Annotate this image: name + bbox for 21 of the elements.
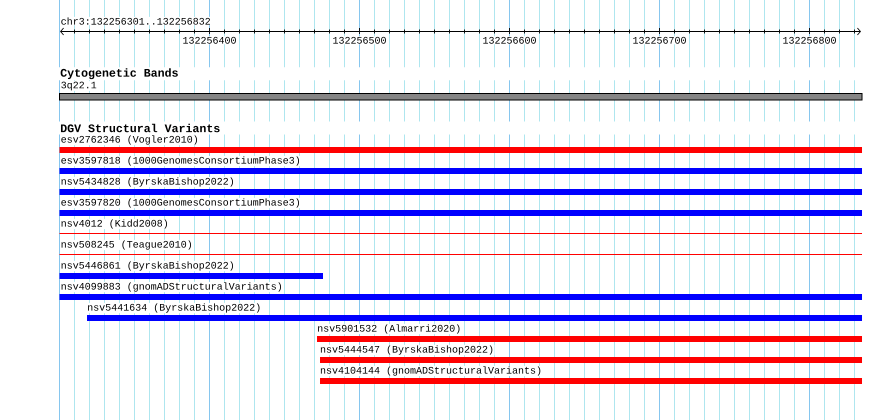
tick-label: 132256600 bbox=[482, 36, 538, 44]
track-title: DGV Structural Variants bbox=[60, 124, 220, 132]
band-label: 3q22.1 bbox=[60, 81, 98, 91]
variant-label: nsv5434828 (ByrskaBishop2022) bbox=[60, 176, 236, 188]
variant-label: nsv4012 (Kidd2008) bbox=[60, 218, 170, 230]
variant-label: nsv5441634 (ByrskaBishop2022) bbox=[86, 302, 262, 314]
variant-label: esv3597820 (1000GenomesConsortiumPhase3) bbox=[60, 198, 302, 208]
variant-label: esv3597818 (1000GenomesConsortiumPhase3) bbox=[60, 156, 302, 166]
tick-label: 132256800 bbox=[782, 36, 838, 44]
tick-label: 132256700 bbox=[632, 36, 688, 44]
variant-label: esv2762346 (Vogler2010) bbox=[60, 134, 200, 146]
variant-label: nsv508245 (Teague2010) bbox=[60, 240, 194, 250]
variant-label: nsv4104144 (gnomADStructuralVariants) bbox=[320, 366, 543, 376]
variant-label: nsv5444547 (ByrskaBishop2022) bbox=[320, 344, 495, 356]
variant-label: nsv5901532 (Almarri2020) bbox=[316, 324, 462, 334]
tick-label: 132256500 bbox=[332, 36, 387, 44]
region-label: chr3:132256301..132256832 bbox=[60, 16, 212, 26]
tick-label: 132256400 bbox=[182, 36, 237, 44]
track-title: Cytogenetic Bands bbox=[60, 68, 178, 80]
variant-label: nsv5446861 (ByrskaBishop2022) bbox=[60, 260, 236, 272]
variant-label: nsv4099883 (gnomADStructuralVariants) bbox=[60, 282, 284, 292]
